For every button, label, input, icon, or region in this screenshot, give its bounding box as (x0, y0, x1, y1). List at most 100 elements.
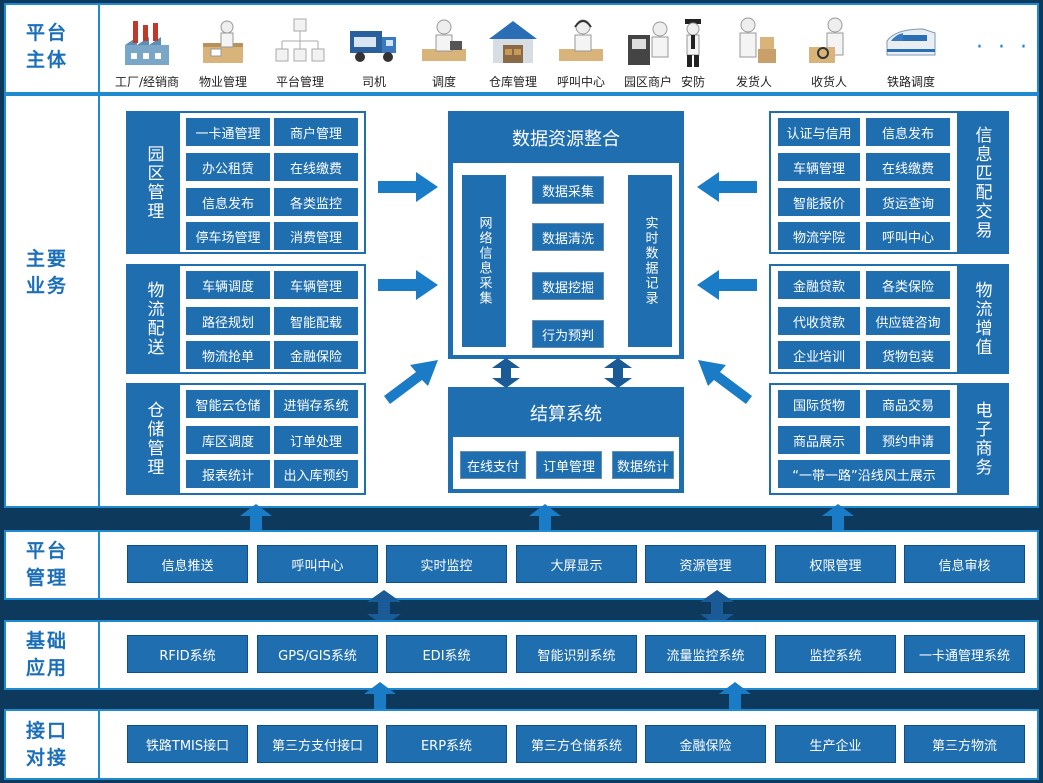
ecommerce-item[interactable]: 预约申请 (866, 426, 950, 454)
logistics-item[interactable]: 金融保险 (274, 341, 358, 369)
matching-item[interactable]: 货运查询 (866, 188, 950, 216)
matching-item[interactable]: 物流学院 (778, 222, 860, 250)
warehouse-item[interactable]: 订单处理 (274, 426, 358, 454)
park-item[interactable]: 办公租赁 (186, 153, 270, 181)
panel-grid: 认证与信用 信息发布 车辆管理 在线缴费 智能报价 货运查询 物流学院 呼叫中心 (771, 113, 957, 252)
double-arrow-vertical-icon (700, 590, 734, 626)
logistics-item[interactable]: 智能配载 (274, 307, 358, 335)
value-added-item[interactable]: 金融贷款 (778, 271, 860, 299)
arrow-up-left-icon (698, 360, 752, 404)
warehouse-item[interactable]: 进销存系统 (274, 390, 358, 418)
value-added-item[interactable]: 企业培训 (778, 341, 860, 369)
warehouse-item[interactable]: 库区调度 (186, 426, 270, 454)
railway-tmis-interface-button[interactable]: 铁路TMIS接口 (127, 725, 248, 763)
entity-call-center: 呼叫中心 (536, 15, 626, 95)
entity-label: 仓库管理 (488, 75, 537, 89)
arrow-right-icon (378, 172, 438, 202)
park-item[interactable]: 各类监控 (274, 188, 358, 216)
park-item[interactable]: 消费管理 (274, 222, 358, 250)
info-review-button[interactable]: 信息审核 (904, 545, 1025, 583)
value-added-item[interactable]: 各类保险 (866, 271, 950, 299)
matching-item[interactable]: 信息发布 (866, 118, 950, 146)
matching-item[interactable]: 智能报价 (778, 188, 860, 216)
entity-label: 园区商户 (623, 75, 672, 89)
edi-system-button[interactable]: EDI系统 (386, 635, 507, 673)
value-added-item[interactable]: 代收贷款 (778, 307, 860, 335)
online-payment-button[interactable]: 在线支付 (460, 451, 526, 479)
panel-title: 物流增值 (971, 281, 992, 357)
ecommerce-item[interactable]: 国际货物 (778, 390, 860, 418)
big-screen-button[interactable]: 大屏显示 (516, 545, 637, 583)
logistics-item[interactable]: 路径规划 (186, 307, 270, 335)
behavior-prediction-step[interactable]: 行为预判 (532, 320, 604, 348)
matching-item[interactable]: 认证与信用 (778, 118, 860, 146)
logistics-item[interactable]: 车辆调度 (186, 271, 270, 299)
data-clean-step[interactable]: 数据清洗 (532, 223, 604, 251)
data-collect-step[interactable]: 数据采集 (532, 176, 604, 204)
realtime-monitor-button[interactable]: 实时监控 (386, 545, 507, 583)
ecommerce-item[interactable]: 商品展示 (778, 426, 860, 454)
erp-system-button[interactable]: ERP系统 (386, 725, 507, 763)
warehouse-icon (489, 21, 537, 63)
separator (98, 96, 100, 506)
settlement-body: 在线支付 订单管理 数据统计 (453, 437, 679, 489)
logistics-item[interactable]: 车辆管理 (274, 271, 358, 299)
call-center-button[interactable]: 呼叫中心 (257, 545, 378, 583)
entity-merchant: 园区商户 (603, 15, 693, 95)
matching-item[interactable]: 在线缴费 (866, 153, 950, 181)
smart-recognition-button[interactable]: 智能识别系统 (516, 635, 637, 673)
traffic-monitor-button[interactable]: 流量监控系统 (645, 635, 766, 673)
train-icon (886, 28, 936, 56)
financial-insurance-button[interactable]: 金融保险 (645, 725, 766, 763)
warehouse-item[interactable]: 出入库预约 (274, 460, 358, 488)
separator (98, 532, 100, 598)
ecommerce-item[interactable]: 商品交易 (866, 390, 950, 418)
park-item[interactable]: 在线缴费 (274, 153, 358, 181)
ecommerce-wide-item[interactable]: “一带一路”沿线风土展示 (778, 460, 950, 488)
entity-label: 铁路调度 (886, 75, 935, 89)
realtime-record-box: 实时数据记录 (628, 175, 672, 347)
arrow-up-icon (719, 682, 751, 712)
info-push-button[interactable]: 信息推送 (127, 545, 248, 583)
park-item[interactable]: 停车场管理 (186, 222, 270, 250)
manufacturer-button[interactable]: 生产企业 (775, 725, 896, 763)
separator (98, 622, 100, 688)
warehouse-item[interactable]: 智能云仓储 (186, 390, 270, 418)
permission-management-button[interactable]: 权限管理 (775, 545, 896, 583)
matching-item[interactable]: 车辆管理 (778, 153, 860, 181)
resource-management-button[interactable]: 资源管理 (645, 545, 766, 583)
data-integration-panel: 数据资源整合 网络信息采集 实时数据记录 数据采集 数据清洗 数据挖掘 行为预判 (448, 111, 684, 359)
data-integration-title: 数据资源整合 (450, 113, 682, 163)
panel-title: 园区管理 (143, 144, 164, 221)
platform-subjects-label: 平台 主体 (26, 22, 69, 71)
value-added-item[interactable]: 供应链咨询 (866, 307, 950, 335)
third-party-payment-button[interactable]: 第三方支付接口 (257, 725, 378, 763)
logistics-item[interactable]: 物流抢单 (186, 341, 270, 369)
entity-security: 安防 (653, 15, 733, 95)
card-management-system-button[interactable]: 一卡通管理系统 (904, 635, 1025, 673)
value-added-item[interactable]: 货物包装 (866, 341, 950, 369)
entity-label: 收货人 (810, 75, 847, 89)
factory-icon (125, 21, 169, 65)
double-arrow-vertical-icon (604, 358, 632, 388)
monitor-system-button[interactable]: 监控系统 (775, 635, 896, 673)
matching-item[interactable]: 呼叫中心 (866, 222, 950, 250)
entity-factory: 工厂/经销商 (102, 15, 192, 95)
park-item[interactable]: 一卡通管理 (186, 118, 270, 146)
gps-gis-system-button[interactable]: GPS/GIS系统 (257, 635, 378, 673)
interfaces-label: 接口 对接 (26, 720, 69, 769)
dispatcher-icon (422, 19, 466, 61)
truck-icon (350, 31, 396, 62)
warehouse-item[interactable]: 报表统计 (186, 460, 270, 488)
data-mining-step[interactable]: 数据挖掘 (532, 272, 604, 300)
entity-platform-admin: 平台管理 (255, 15, 345, 95)
rfid-system-button[interactable]: RFID系统 (127, 635, 248, 673)
entity-shipper: 发货人 (709, 15, 799, 95)
entity-label: 平台管理 (275, 75, 324, 89)
third-party-warehouse-button[interactable]: 第三方仓储系统 (516, 725, 637, 763)
park-item[interactable]: 信息发布 (186, 188, 270, 216)
park-item[interactable]: 商户管理 (274, 118, 358, 146)
third-party-logistics-button[interactable]: 第三方物流 (904, 725, 1025, 763)
order-management-button[interactable]: 订单管理 (536, 451, 602, 479)
data-statistics-button[interactable]: 数据统计 (612, 451, 674, 479)
